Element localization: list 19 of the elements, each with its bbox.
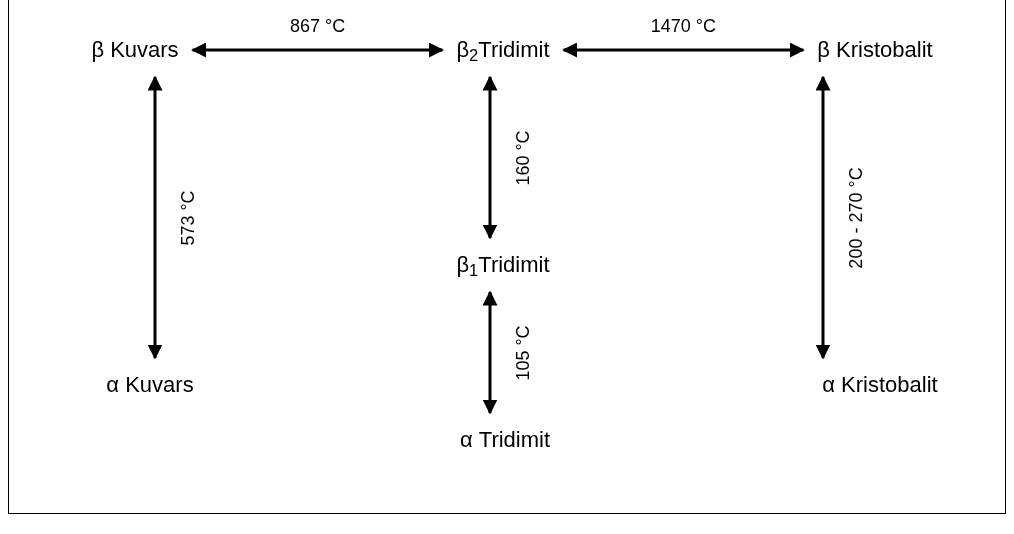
phase-label: α Tridimit xyxy=(459,427,551,453)
edge-label: 1470 °C xyxy=(650,16,717,36)
double-arrow xyxy=(562,42,805,58)
phase-label: β$_{2}$Tridimit xyxy=(456,37,550,63)
double-arrow xyxy=(191,42,444,58)
edge-label: 160 °C xyxy=(513,129,533,186)
phase-label: β$_{1}$Tridimit xyxy=(456,252,550,278)
phase-label: α Kuvars xyxy=(106,372,194,398)
edge-label: 105 °C xyxy=(513,324,533,381)
edge-label: 867 °C xyxy=(289,16,346,36)
edge-label: 200 - 270 °C xyxy=(846,166,866,269)
double-arrow xyxy=(482,75,498,240)
double-arrow xyxy=(815,75,831,360)
edge-label: 573 °C xyxy=(178,189,198,246)
phase-label: α Kristobalit xyxy=(822,372,938,398)
phase-label: β Kuvars xyxy=(91,37,179,63)
double-arrow xyxy=(482,290,498,415)
double-arrow xyxy=(147,75,163,360)
phase-label: β Kristobalit xyxy=(817,37,933,63)
